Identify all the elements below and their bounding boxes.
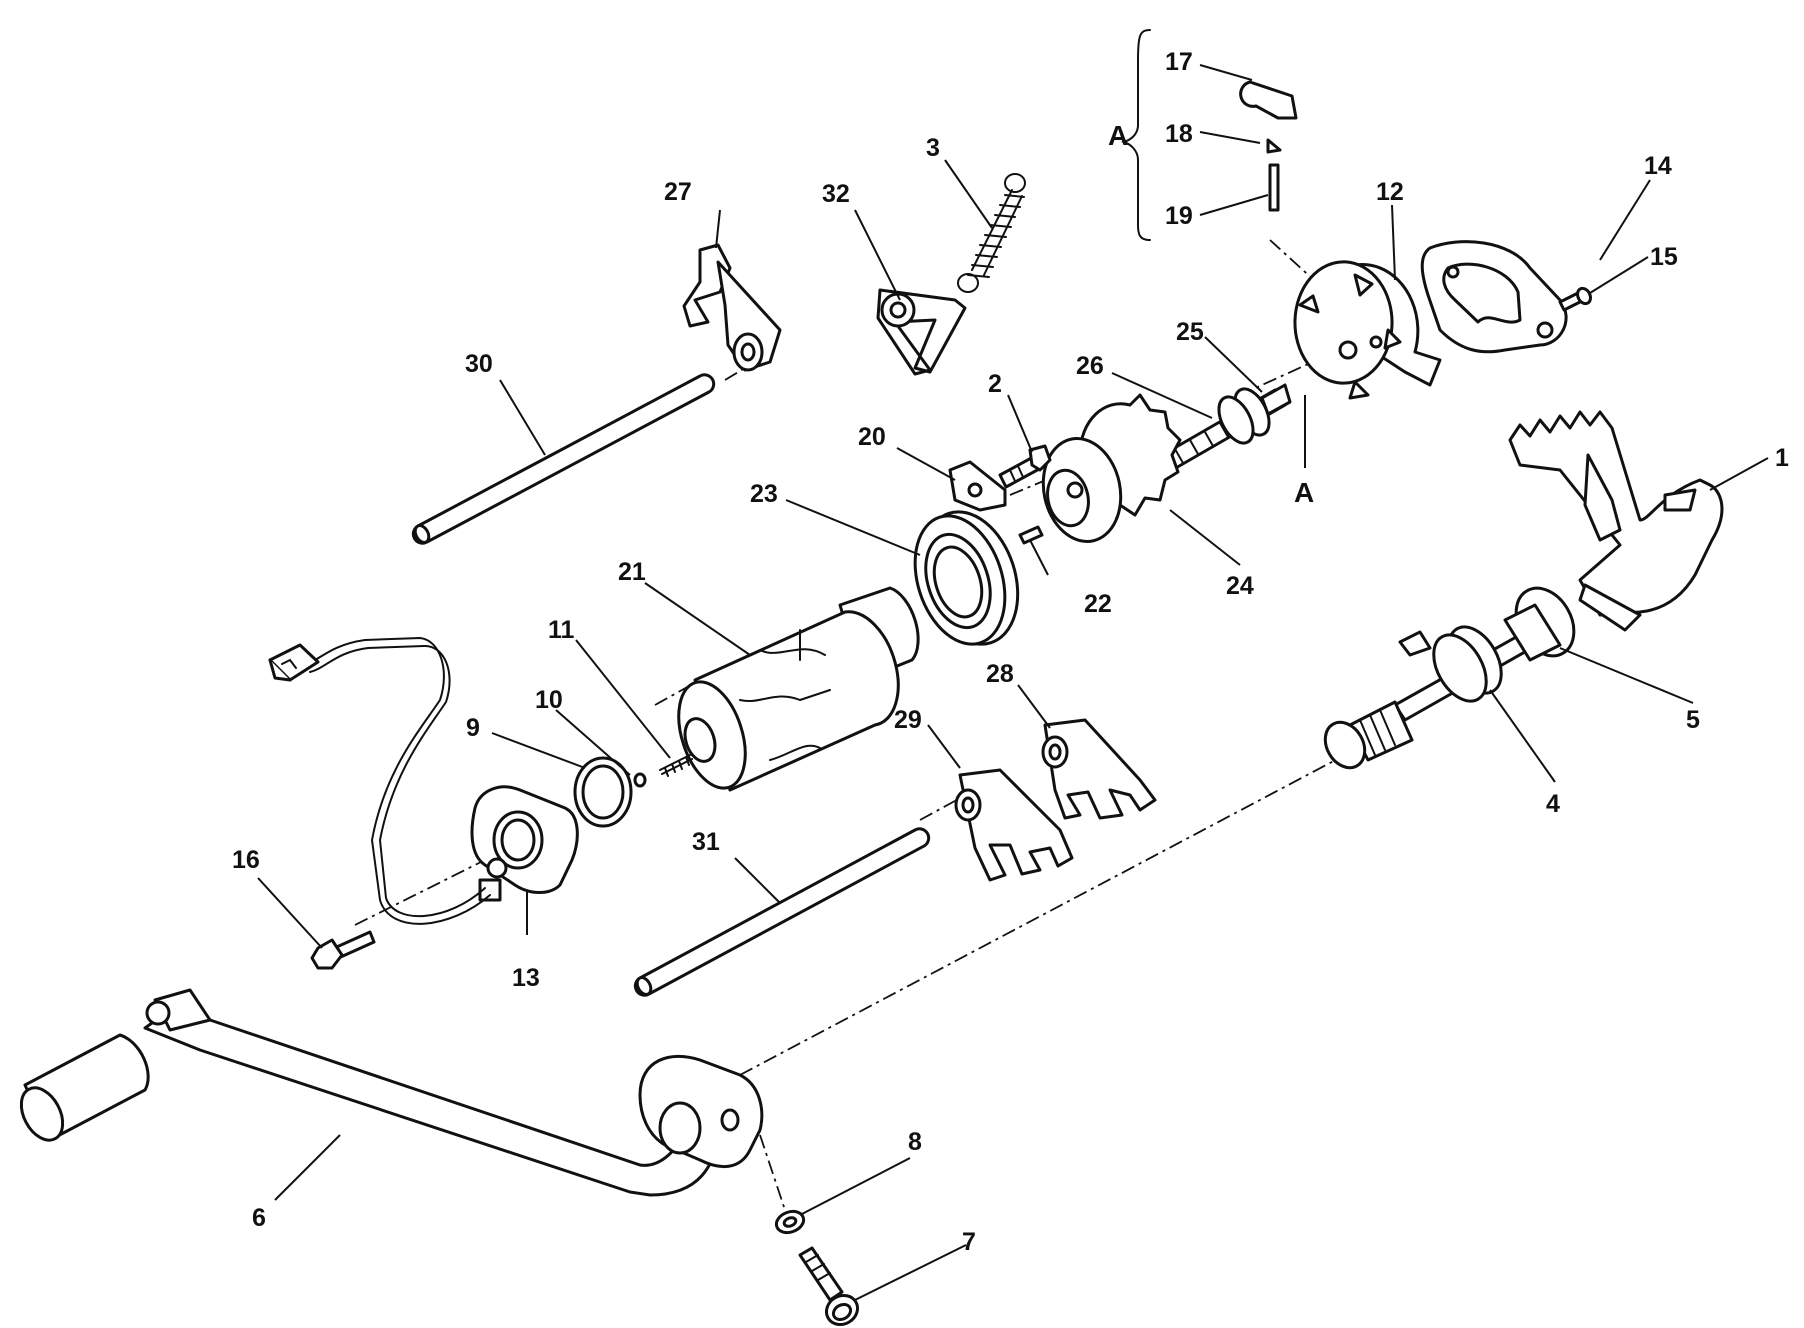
spring-11: [659, 754, 693, 777]
shift-lever-1: [1323, 410, 1724, 770]
label-part-28: 28: [986, 660, 1014, 688]
fork-rod-31: [633, 827, 931, 997]
label-part-1: 1: [1775, 444, 1789, 472]
label-part-31: 31: [692, 828, 720, 856]
label-part-10: 10: [535, 686, 563, 714]
label-part-22: 22: [1084, 590, 1112, 618]
label-part-11: 11: [548, 616, 575, 644]
axis-lines: [354, 239, 1386, 1226]
label-part-27: 27: [664, 178, 692, 206]
label-part-17: 17: [1165, 48, 1193, 76]
label-part-19: 19: [1165, 202, 1193, 230]
shift-fork-27: [682, 243, 782, 372]
o-ring-9: [573, 756, 633, 828]
gear-pedal-6: [19, 988, 764, 1197]
label-part-8: 8: [908, 1128, 922, 1156]
label-section-a: A: [1294, 477, 1314, 508]
stopper-lever-32: [876, 288, 967, 376]
retainer-plate-14: [1420, 240, 1568, 354]
star-plate-12: [1293, 260, 1442, 400]
bolt-2: [998, 444, 1052, 489]
label-part-16: 16: [232, 846, 260, 874]
shift-fork-29: [954, 768, 1074, 882]
label-part-24: 24: [1226, 572, 1254, 600]
label-part-3: 3: [926, 134, 940, 162]
label-part-12: 12: [1376, 178, 1404, 206]
stopper-arm-20: [948, 460, 1007, 512]
label-part-5: 5: [1686, 706, 1700, 734]
shift-fork-28: [1041, 718, 1157, 820]
label-part-21: 21: [618, 558, 646, 586]
label-part-18: 18: [1165, 120, 1193, 148]
screw-15: [1558, 286, 1592, 312]
group-a-parts: [1120, 29, 1298, 241]
leader-lines: [257, 64, 1769, 1301]
sensor-wire: [268, 636, 491, 925]
fork-rod-30: [411, 373, 716, 545]
label-part-32: 32: [822, 180, 850, 208]
label-part-15: 15: [1650, 243, 1678, 271]
bolt-16: [310, 930, 376, 970]
label-part-29: 29: [894, 706, 922, 734]
bearing-23: [913, 510, 1020, 646]
label-group-a: A: [1108, 120, 1128, 151]
label-part-23: 23: [750, 480, 778, 508]
label-part-26: 26: [1076, 352, 1104, 380]
ball-10: [633, 772, 647, 788]
callout-labels: 1 2 3 4 5 6 7 8 9 10 11 12 13 14 15 16 1…: [232, 48, 1789, 1256]
label-part-6: 6: [252, 1204, 266, 1232]
label-part-9: 9: [466, 714, 480, 742]
bolt-7: [798, 1246, 860, 1327]
label-part-4: 4: [1546, 790, 1560, 818]
label-part-20: 20: [858, 423, 886, 451]
label-part-30: 30: [465, 350, 493, 378]
shift-cam-24: [1041, 393, 1182, 543]
spring-3: [957, 173, 1026, 293]
gear-sensor-13: [470, 785, 579, 902]
label-part-7: 7: [962, 1228, 976, 1256]
shaft-26: [1143, 383, 1292, 482]
label-part-25: 25: [1176, 318, 1204, 346]
label-part-14: 14: [1644, 152, 1672, 180]
shift-drum-21: [677, 586, 920, 792]
pin-22: [1018, 525, 1044, 545]
washer-8: [774, 1209, 806, 1235]
label-part-13: 13: [512, 964, 540, 992]
label-part-2: 2: [988, 370, 1002, 398]
